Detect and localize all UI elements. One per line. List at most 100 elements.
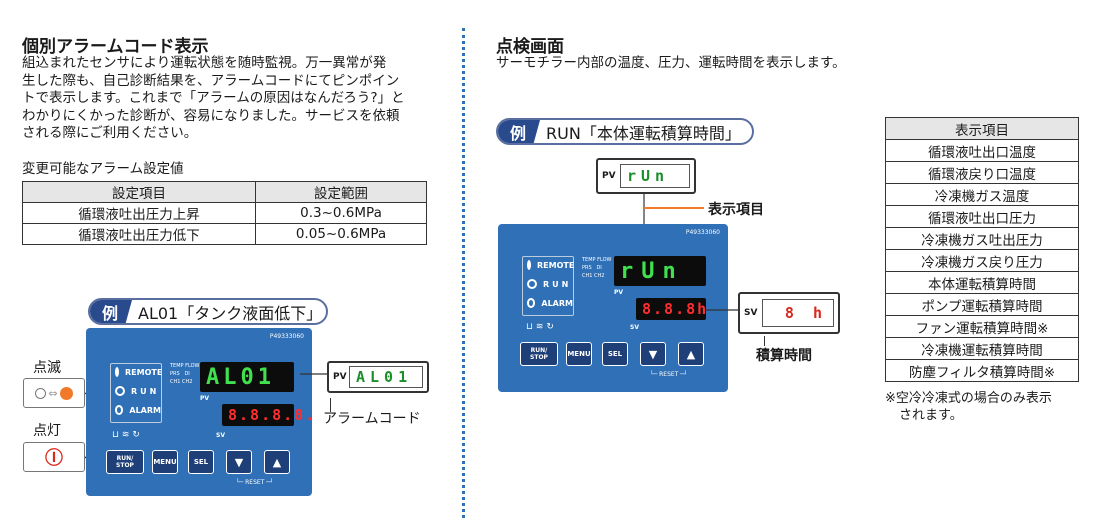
sv-connector <box>706 309 740 311</box>
remote-label: REMOTE <box>125 367 163 377</box>
status-leds: REMOTE RUN ALARM <box>110 363 162 423</box>
desc-line: わかりにくかった診断が、容易になりました。サービスを依頼 <box>22 107 400 124</box>
fan-icon: ≋ <box>121 430 130 440</box>
ch2-label: CH2 <box>182 379 193 385</box>
remote-indicator: REMOTE <box>115 365 163 379</box>
controller-panel-right: P49333060 REMOTE RUN ALARM TEMP FLOW PRS… <box>498 224 728 392</box>
run-indicator: RUN <box>115 384 161 398</box>
table-cell: 循環液戻り口温度 <box>885 161 1079 184</box>
sv-label: SV <box>216 432 225 439</box>
led-off-icon <box>35 387 47 399</box>
tank-icon: ⊔ <box>112 430 120 440</box>
table-cell: 冷凍機ガス温度 <box>885 183 1079 206</box>
status-icons: ⊔ ≋ ↻ <box>526 322 554 332</box>
ch1-label: CH1 <box>170 379 181 385</box>
callout-pv-value: AL01 <box>349 366 423 388</box>
table-row: 循環液戻り口温度 <box>885 161 1079 184</box>
sv-display: 8.8.8.8. <box>222 404 314 426</box>
table-cell: 0.3~0.6MPa <box>255 202 427 224</box>
example-label: AL01「タンク液面低下」 <box>138 303 323 323</box>
accum-time-label: 積算時間 <box>756 348 812 364</box>
down-button[interactable]: ▼ <box>226 450 252 474</box>
led-icon <box>115 386 125 396</box>
table-cell: ファン運転積算時間※ <box>885 315 1079 338</box>
rotate-icon: ↻ <box>132 430 140 440</box>
temp-label: TEMP <box>582 257 596 263</box>
pv-label: PV <box>200 395 210 402</box>
flow-label: FLOW <box>185 363 200 369</box>
alarm-description: 組込まれたセンサにより運転状態を随時監視。万一異常が発 生した際も、自己診断結果… <box>22 55 442 143</box>
run-stop-button[interactable]: RUN/ STOP <box>106 450 144 474</box>
arrow-both-icon: ⇔ <box>48 386 58 400</box>
table-cell: 循環液吐出口温度 <box>885 139 1079 162</box>
sel-button[interactable]: SEL <box>602 342 628 366</box>
table-row: 循環液吐出圧力低下 0.05~0.6MPa <box>22 223 427 245</box>
model-number: P49333060 <box>685 229 720 236</box>
desc-line: される際にご利用ください。 <box>22 125 198 141</box>
callout-sv-value: 8 h <box>762 299 834 327</box>
status-mini-labels: TEMP FLOW PRS DI CH1 CH2 <box>582 256 612 280</box>
table-cell: 冷凍機運転積算時間 <box>885 337 1079 360</box>
fan-icon: ≋ <box>535 322 544 332</box>
table-row: 防塵フィルタ積算時間※ <box>885 359 1079 382</box>
pv-callout-right: PV rUn <box>596 158 696 194</box>
sel-button[interactable]: SEL <box>188 450 214 474</box>
alarm-label: ALARM <box>541 298 573 308</box>
pv-connector <box>300 373 330 375</box>
table-cell: 循環液吐出口圧力 <box>885 205 1079 228</box>
di-label: DI <box>596 265 602 271</box>
column-divider <box>462 28 465 518</box>
led-icon <box>527 260 531 270</box>
ch1-label: CH1 <box>582 273 593 279</box>
flow-label: FLOW <box>597 257 612 263</box>
sv-label: SV <box>630 324 639 331</box>
table-row: 冷凍機ガス戻り圧力 <box>885 249 1079 272</box>
run-stop-button[interactable]: RUN/ STOP <box>520 342 558 366</box>
remote-indicator: REMOTE <box>527 258 575 272</box>
menu-button[interactable]: MENU <box>566 342 592 366</box>
temp-label: TEMP <box>170 363 184 369</box>
table-row: 循環液吐出口温度 <box>885 139 1079 162</box>
tank-icon: ⊔ <box>526 322 534 332</box>
tank-level-icon: Ⓘ <box>45 448 63 469</box>
alarm-indicator: ALARM <box>527 296 573 310</box>
example-banner-alarm: 例 AL01「タンク液面低下」 <box>88 298 328 325</box>
blink-indicator: ⇔ <box>23 378 85 408</box>
desc-line: 組込まれたセンサにより運転状態を随時監視。万一異常が発 <box>22 55 387 71</box>
led-icon <box>115 367 119 377</box>
table-cell: 本体運転積算時間 <box>885 271 1079 294</box>
reset-label: └─ RESET ─┘ <box>236 479 274 486</box>
alarm-label: ALARM <box>129 405 161 415</box>
pv-display: AL01 <box>200 362 294 392</box>
footnote: ※空冷冷凍式の場合のみ表示 されます。 <box>885 390 1052 424</box>
led-on-icon <box>59 386 73 400</box>
menu-button[interactable]: MENU <box>152 450 178 474</box>
section-title-alarm: 個別アラームコード表示 <box>22 37 209 57</box>
led-icon <box>527 298 536 308</box>
up-button[interactable]: ▲ <box>678 342 704 366</box>
pv-display: rUn <box>614 256 706 286</box>
display-items-table: 表示項目 循環液吐出口温度 循環液戻り口温度 冷凍機ガス温度 循環液吐出口圧力 … <box>885 117 1079 382</box>
reset-text: RESET <box>245 479 265 486</box>
lit-indicator: Ⓘ <box>23 442 85 472</box>
lit-label: 点灯 <box>33 423 61 439</box>
down-button[interactable]: ▼ <box>640 342 666 366</box>
reset-text: RESET <box>659 371 679 378</box>
status-leds: REMOTE RUN ALARM <box>522 256 574 316</box>
table-header-row: 表示項目 <box>885 117 1079 140</box>
pv-label: PV <box>614 289 624 296</box>
table-cell: ポンプ運転積算時間 <box>885 293 1079 316</box>
table-row: 循環液吐出圧力上昇 0.3~0.6MPa <box>22 202 427 224</box>
led-icon <box>527 279 537 289</box>
table-row: 冷凍機運転積算時間 <box>885 337 1079 360</box>
example-label: RUN「本体運転積算時間」 <box>546 123 741 143</box>
ch2-label: CH2 <box>594 273 605 279</box>
table-cell: 循環液吐出圧力低下 <box>22 223 256 245</box>
rotate-icon: ↻ <box>546 322 554 332</box>
callout-leader <box>330 398 331 412</box>
run-label: RUN <box>543 279 572 289</box>
remote-label: REMOTE <box>537 260 575 270</box>
inspection-description: サーモチラー内部の温度、圧力、運転時間を表示します。 <box>496 55 846 71</box>
status-mini-labels: TEMP FLOW PRS DI CH1 CH2 <box>170 362 200 386</box>
up-button[interactable]: ▲ <box>264 450 290 474</box>
